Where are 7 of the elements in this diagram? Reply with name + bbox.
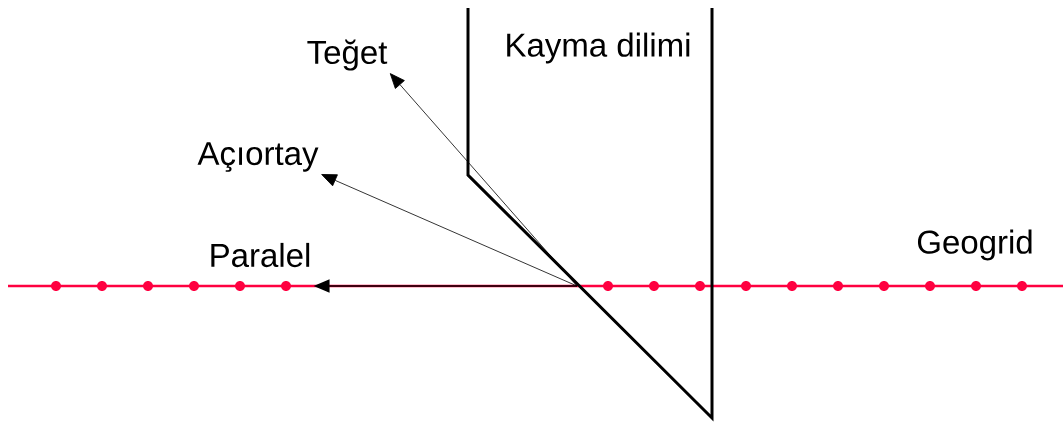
arrow <box>321 174 578 287</box>
arrow <box>389 73 578 287</box>
arrow-label: Teğet <box>307 39 388 71</box>
arrow-label: Açıortay <box>197 142 319 172</box>
arrow-label: Paralel <box>211 242 310 268</box>
label: Kayma dilimi <box>507 32 690 64</box>
label: Geogrid <box>917 229 1032 261</box>
